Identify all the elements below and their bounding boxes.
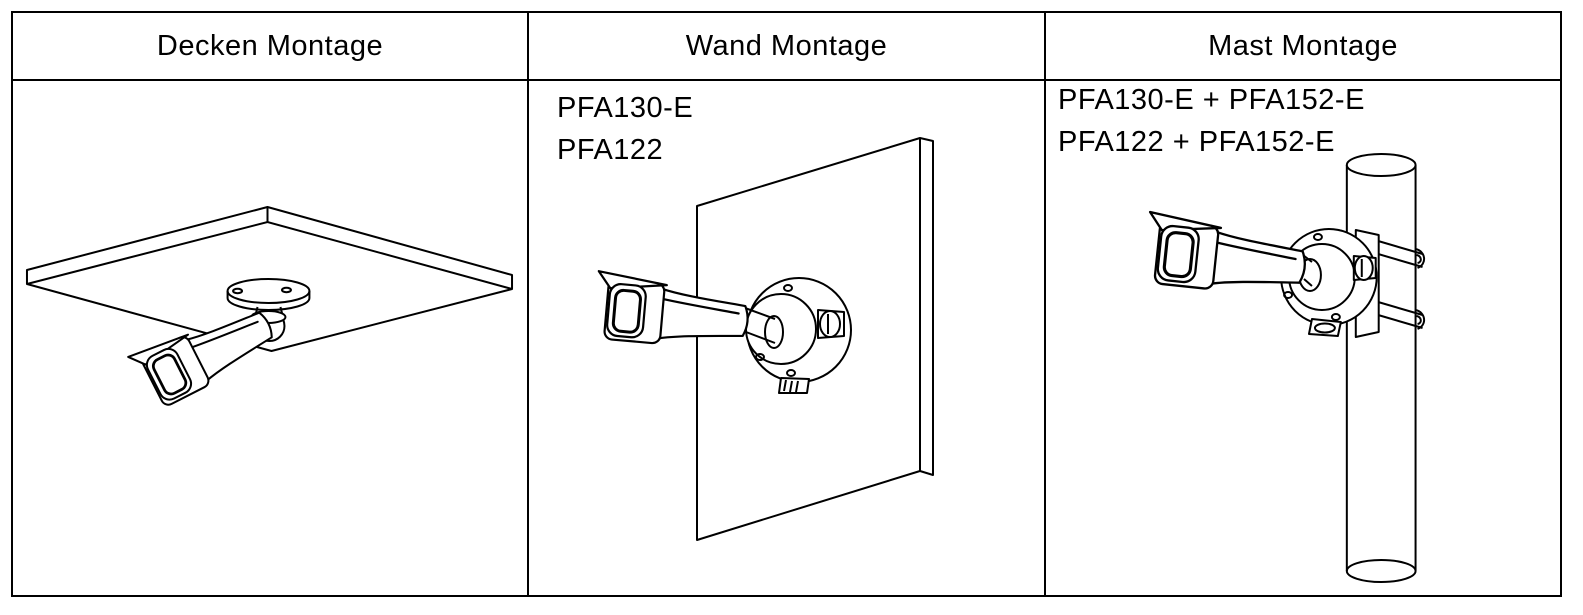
cell-wall-mount: PFA130-E PFA122 (529, 81, 1046, 595)
pole-mount-accessory-labels: PFA130-E + PFA152-E PFA122 + PFA152-E (1058, 81, 1365, 163)
conduit-tab (778, 377, 810, 394)
header-pole-mount: Mast Montage (1046, 13, 1560, 81)
header-pole-mount-label: Mast Montage (1208, 29, 1398, 62)
ceiling-mount-figure (25, 206, 514, 414)
conduit-tab (1307, 318, 1342, 337)
latch-screw (1352, 255, 1377, 281)
pole (1345, 153, 1417, 583)
cell-pole-mount: PFA130-E + PFA152-E PFA122 + PFA152-E (1046, 81, 1560, 595)
header-ceiling-mount-label: Decken Montage (156, 29, 384, 62)
wall-mount-accessory-labels: PFA130-E PFA122 (557, 87, 693, 171)
cell-ceiling-mount (13, 81, 529, 595)
mount-straps (1374, 239, 1426, 330)
header-wall-mount-label: Wand Montage (685, 29, 888, 62)
accessory-label: PFA122 (557, 134, 664, 166)
header-wall-mount: Wand Montage (529, 13, 1046, 81)
accessory-label: PFA122 + PFA152-E (1058, 126, 1335, 158)
accessory-label: PFA130-E (557, 92, 694, 124)
header-ceiling-mount: Decken Montage (13, 13, 529, 81)
wall-mount-figure (591, 137, 934, 541)
accessory-label: PFA130-E + PFA152-E (1058, 84, 1365, 116)
mount-options-table: Decken Montage Wand Montage Mast Montage (11, 11, 1562, 597)
junction-box (745, 277, 852, 394)
pole-mount-figure (1141, 153, 1426, 583)
latch-screw (817, 309, 845, 339)
camera-arm (744, 307, 776, 344)
